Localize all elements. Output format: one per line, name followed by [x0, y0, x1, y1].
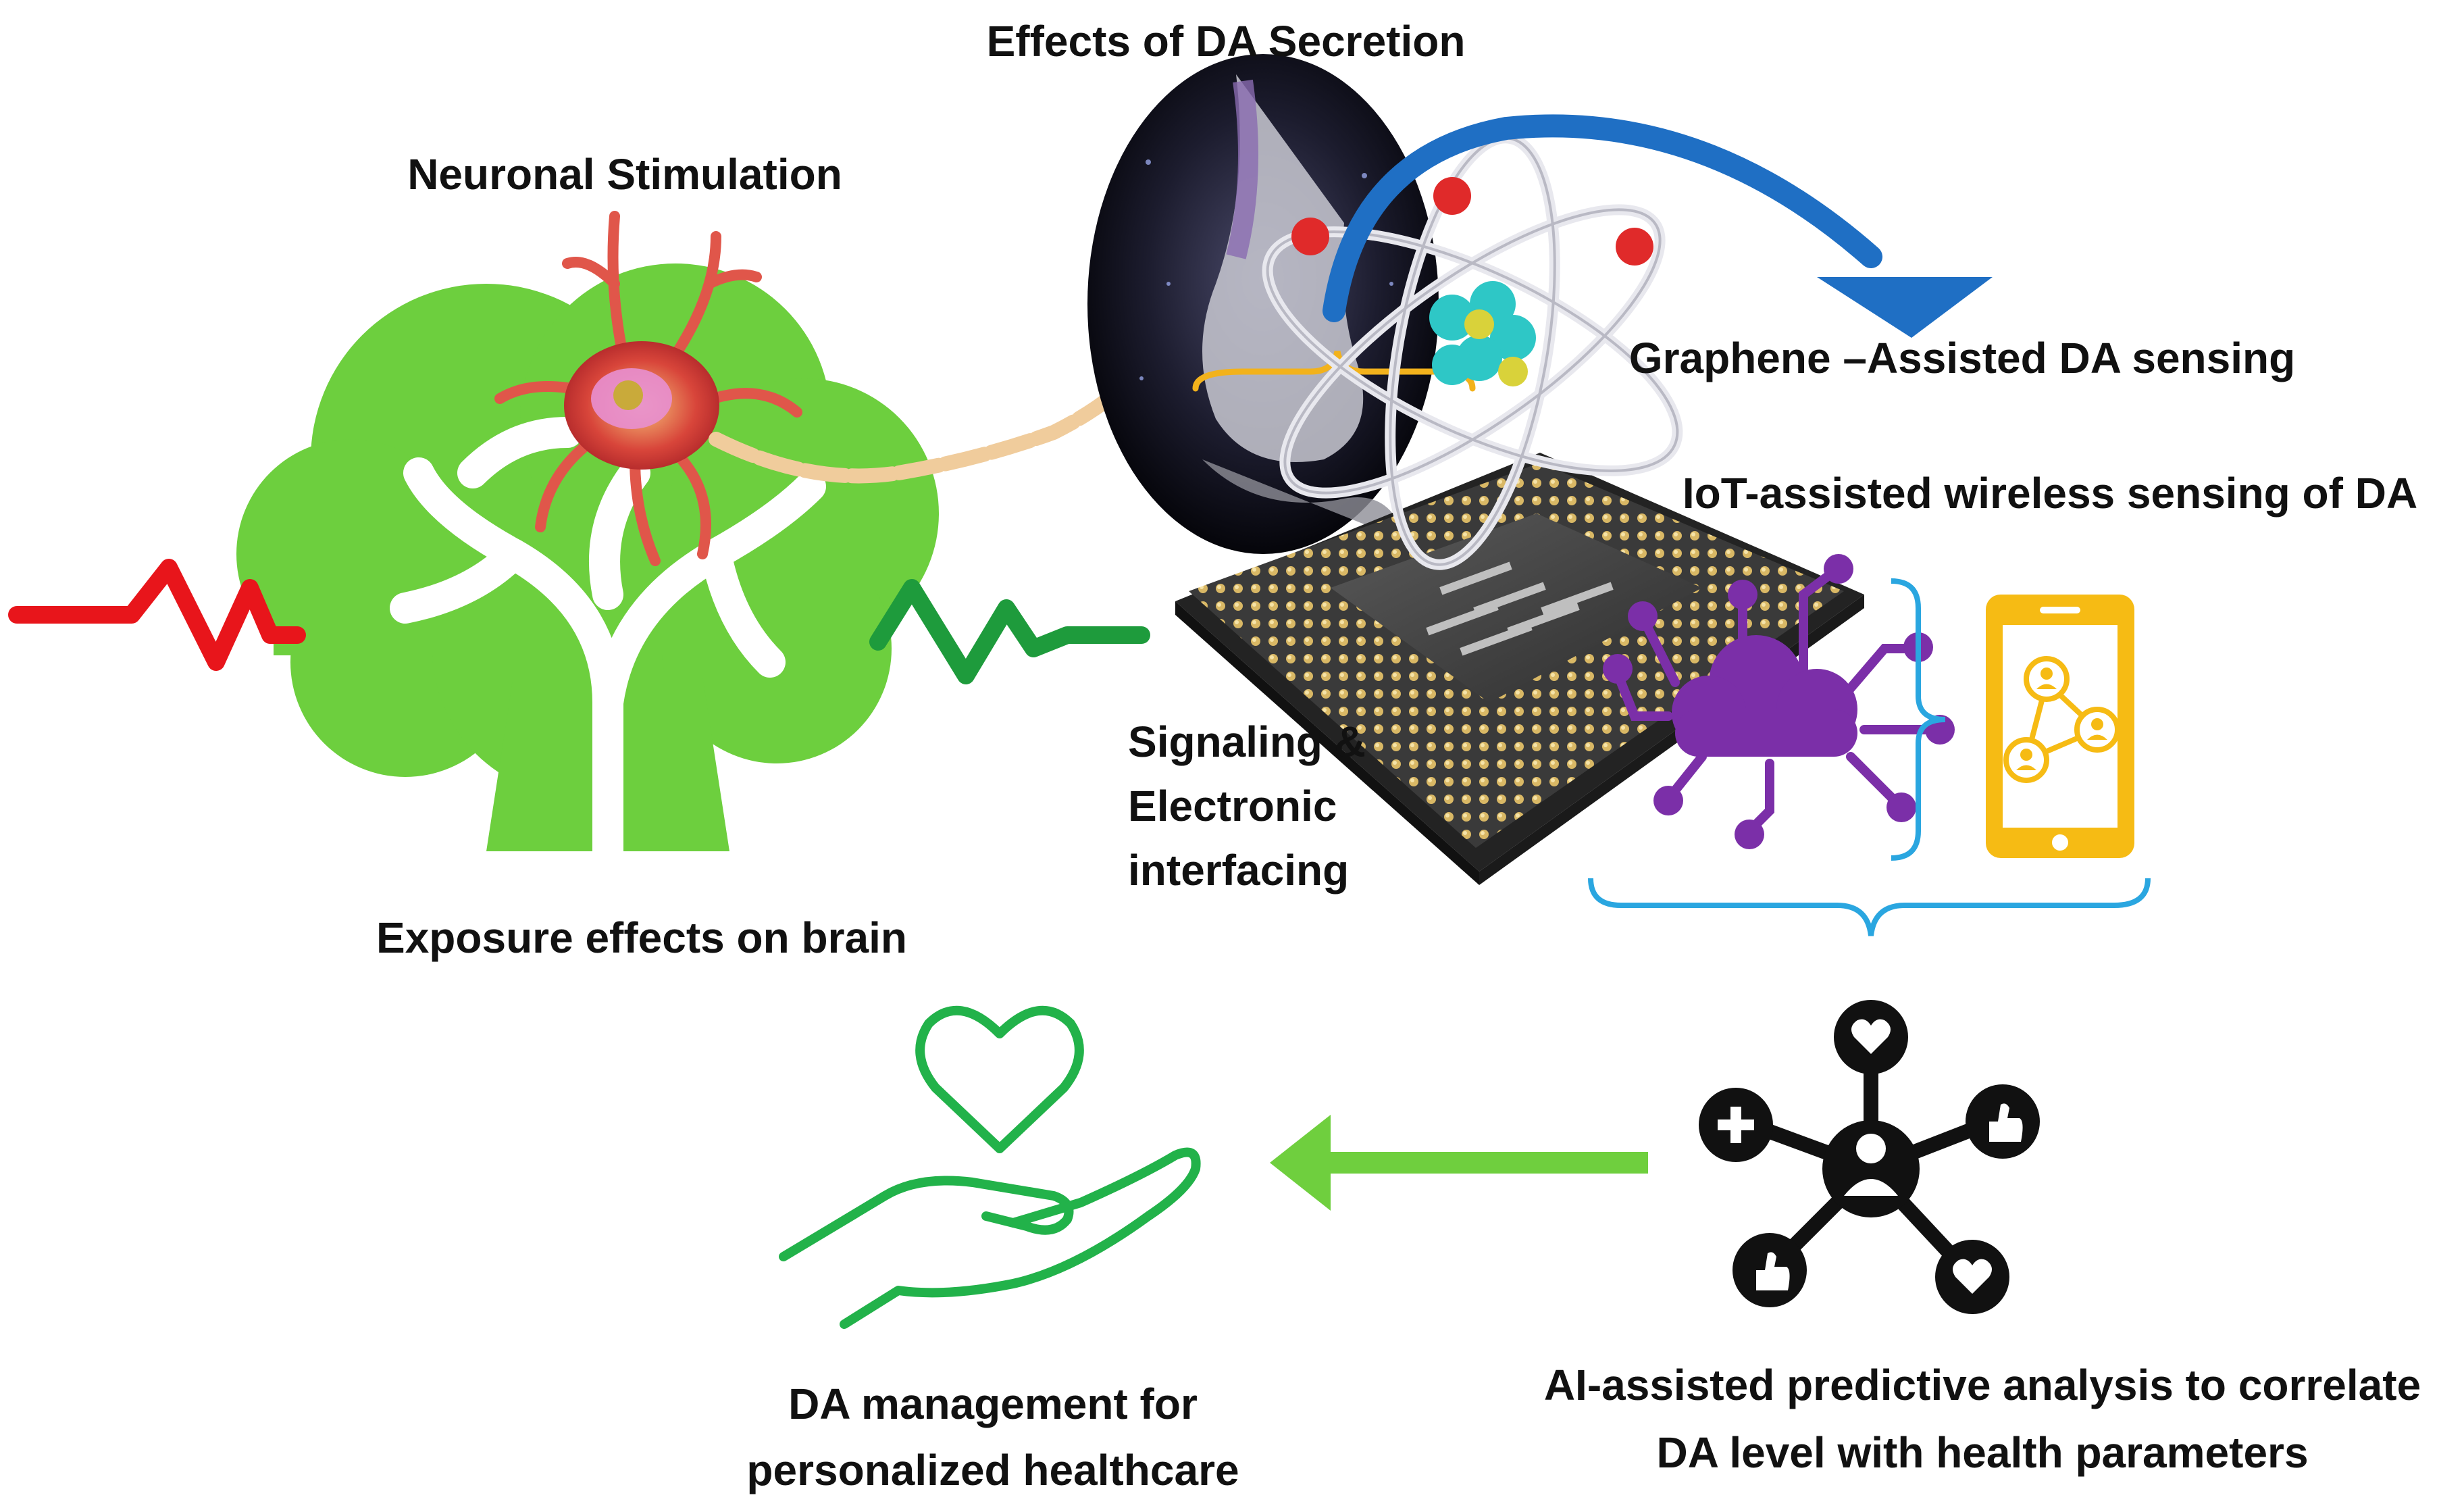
cloud-network-icon: [1603, 554, 1955, 849]
blue-curved-arrow: [1323, 114, 1993, 338]
management-label-line2: personalized healthcare: [746, 1446, 1239, 1494]
neuron-icon: [494, 211, 1185, 566]
iot-bracket: [1891, 578, 1946, 861]
red-signal-icon: [8, 559, 306, 671]
atom-icon: [1262, 132, 1683, 570]
heart-hand-icon: [779, 1005, 1201, 1329]
management-label-line1: DA management for: [788, 1380, 1198, 1428]
graphene-sensing-label: Graphene –Assisted DA sensing: [1629, 334, 2295, 382]
signaling-label-line1: Signaling &: [1128, 718, 1366, 766]
ai-analysis-label-line1: AI-assisted predictive analysis to corre…: [1544, 1361, 2421, 1409]
ai-analysis-label-line2: DA level with health parameters: [1656, 1428, 2308, 1477]
signaling-label-line3: interfacing: [1128, 846, 1349, 895]
brain-tree-icon: [236, 263, 939, 867]
flow-arrow-left: [1270, 1115, 1648, 1211]
neuronal-stimulation-label: Neuronal Stimulation: [407, 150, 842, 199]
iot-group-bracket: [1588, 878, 2151, 936]
iot-sensing-label: IoT-assisted wireless sensing of DA: [1683, 469, 2417, 518]
smartphone-icon: [1986, 595, 2134, 858]
social-network-icon: [1699, 1000, 2040, 1314]
effects-secretion-label: Effects of DA Secretion: [987, 17, 1466, 66]
synapse-icon: [1087, 54, 1439, 554]
green-signal-icon: [869, 579, 1150, 684]
exposure-label: Exposure effects on brain: [376, 913, 907, 962]
signaling-label-line2: Electronic: [1128, 782, 1337, 830]
